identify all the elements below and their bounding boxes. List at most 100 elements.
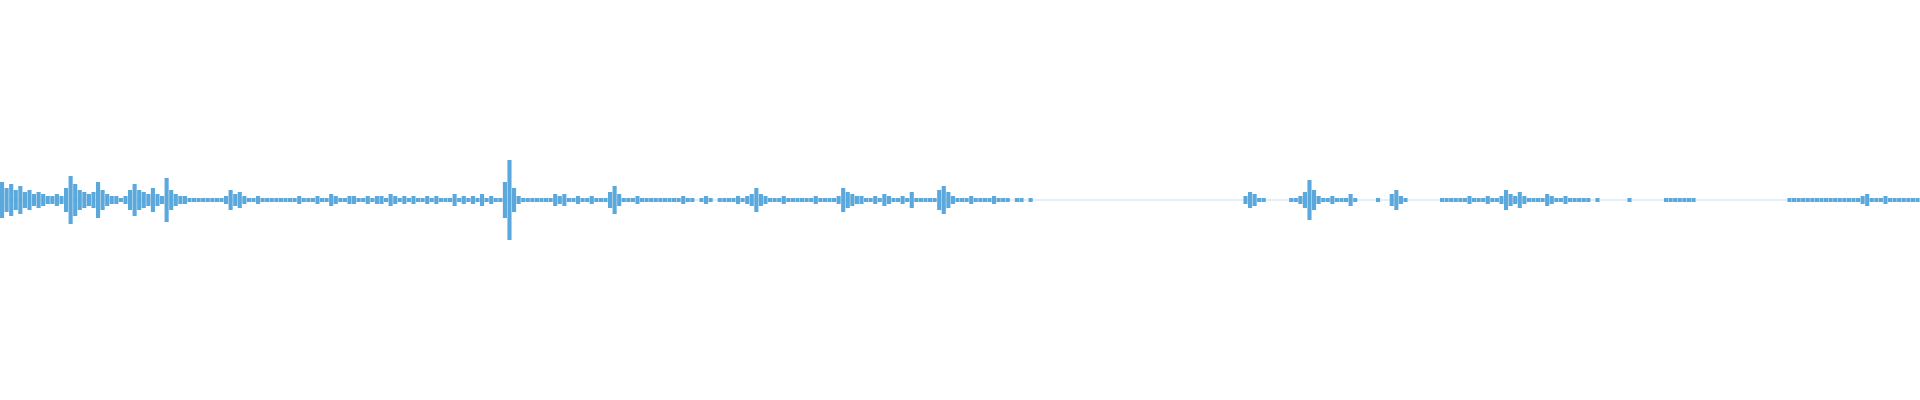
waveform-sample (571, 198, 576, 202)
waveform-sample (192, 198, 197, 202)
waveform-sample (1019, 198, 1024, 202)
waveform-sample (754, 188, 759, 212)
waveform-sample (361, 198, 366, 202)
waveform-sample (1906, 198, 1911, 202)
waveform-sample (310, 198, 315, 202)
waveform-sample (594, 198, 599, 202)
waveform-sample (365, 196, 370, 204)
waveform-sample (68, 176, 73, 224)
waveform-sample (891, 198, 896, 202)
waveform-sample (1805, 198, 1810, 202)
waveform-sample (448, 198, 453, 202)
waveform-sample (1325, 198, 1330, 202)
waveform-sample (845, 192, 850, 208)
waveform-sample (470, 196, 475, 204)
waveform-sample (841, 188, 846, 212)
waveform-sample (274, 198, 279, 202)
waveform-sample (1440, 198, 1445, 202)
waveform-sample (484, 198, 489, 202)
waveform-sample (768, 198, 773, 202)
waveform-sample (420, 198, 425, 202)
waveform-sample (918, 198, 923, 202)
waveform-sample (402, 196, 407, 204)
waveform-sample (1892, 198, 1897, 202)
waveform-sample (1330, 196, 1335, 204)
waveform-sample (658, 198, 663, 202)
waveform-sample (763, 196, 768, 204)
waveform-sample (1252, 194, 1257, 206)
waveform-sample (1481, 198, 1486, 202)
waveform-sample (210, 198, 215, 202)
waveform-sample (1504, 190, 1509, 210)
waveform-sample (54, 194, 59, 206)
waveform-sample (818, 198, 823, 202)
waveform-sample (1819, 198, 1824, 202)
waveform-sample (955, 198, 960, 202)
waveform-sample (731, 198, 736, 202)
waveform-sample (644, 198, 649, 202)
waveform-sample (333, 196, 338, 204)
waveform-sample (50, 196, 55, 204)
waveform-sample (452, 194, 457, 206)
waveform-sample (1001, 198, 1006, 202)
waveform-sample (59, 196, 64, 204)
waveform-sample (1910, 198, 1915, 202)
waveform-sample (109, 196, 114, 204)
waveform-sample (960, 198, 965, 202)
waveform-sample (1298, 196, 1303, 204)
waveform-sample (256, 196, 261, 204)
waveform-sample (265, 198, 270, 202)
waveform-sample (278, 198, 283, 202)
waveform-sample (306, 198, 311, 202)
waveform-sample (32, 194, 37, 206)
waveform-sample (146, 194, 151, 206)
waveform-sample (1344, 198, 1349, 202)
waveform-sample (635, 196, 640, 204)
waveform-sample (269, 198, 274, 202)
waveform-sample (187, 198, 192, 202)
waveform-sample (786, 198, 791, 202)
waveform-sample (1883, 196, 1888, 204)
waveform-sample (502, 182, 507, 218)
waveform-sample (77, 190, 82, 210)
waveform-sample (964, 198, 969, 202)
waveform-sample (1888, 198, 1893, 202)
waveform-sample (150, 188, 155, 212)
waveform-sample (1856, 198, 1861, 202)
waveform-sample (772, 198, 777, 202)
waveform-sample (1517, 192, 1522, 208)
waveform-sample (795, 198, 800, 202)
waveform-sample (1787, 198, 1792, 202)
waveform-sample (137, 190, 142, 210)
waveform-sample (1394, 190, 1399, 210)
waveform-sample (598, 198, 603, 202)
waveform-sample (132, 184, 137, 216)
waveform-sample (406, 198, 411, 202)
waveform-sample (928, 198, 933, 202)
waveform-sample (896, 198, 901, 202)
waveform-sample (512, 188, 517, 212)
waveform-sample (9, 184, 14, 216)
waveform-sample (260, 198, 265, 202)
waveform-sample (822, 198, 827, 202)
waveform-sample (1677, 198, 1682, 202)
waveform-sample (827, 198, 832, 202)
waveform-sample (160, 196, 165, 204)
waveform-sample (1467, 196, 1472, 204)
waveform-sample (1801, 198, 1806, 202)
waveform-sample (114, 196, 119, 204)
waveform-sample (443, 198, 448, 202)
waveform-sample (525, 198, 530, 202)
waveform-sample (1842, 198, 1847, 202)
waveform-sample (909, 192, 914, 208)
waveform-sample (914, 198, 919, 202)
waveform-sample (777, 198, 782, 202)
waveform-sample (973, 198, 978, 202)
waveform-sample (1897, 198, 1902, 202)
waveform-sample (118, 198, 123, 202)
waveform-sample (854, 196, 859, 204)
waveform-sample (992, 196, 997, 204)
waveform-sample (1846, 198, 1851, 202)
waveform-sample (4, 188, 9, 212)
waveform-sample (781, 196, 786, 204)
